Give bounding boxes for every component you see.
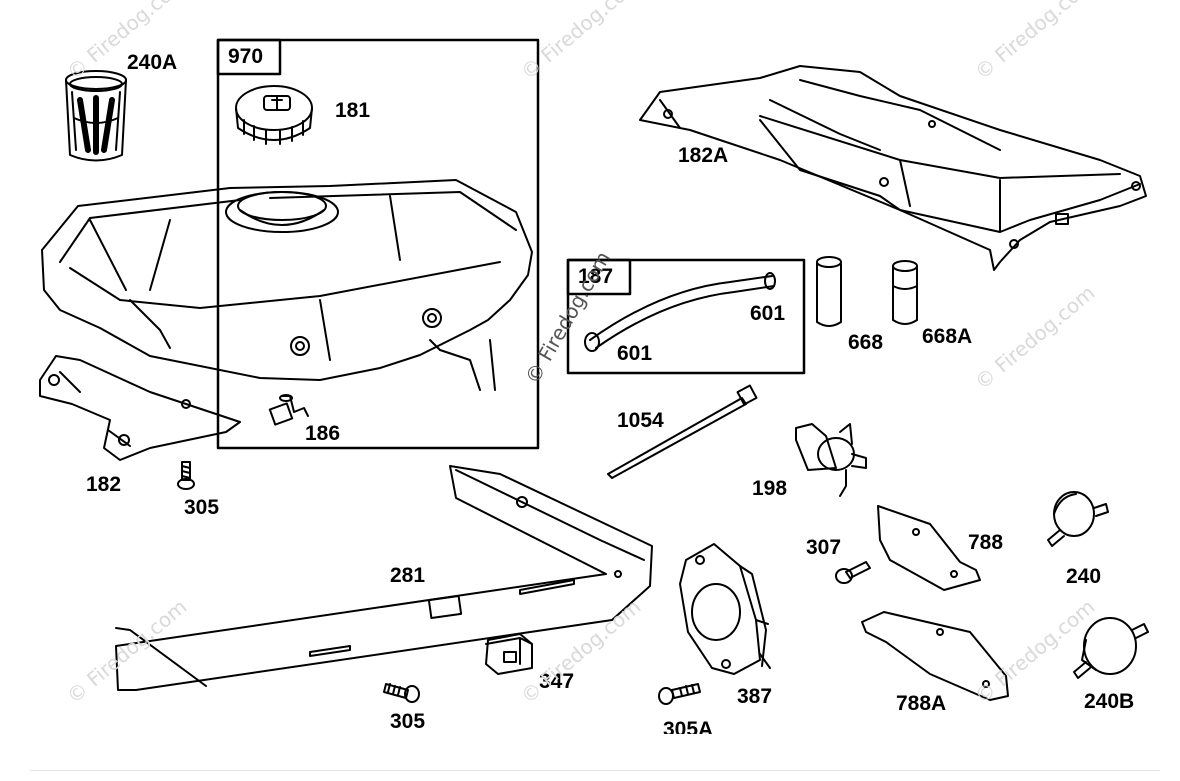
part-label-601-left: 601	[617, 342, 653, 365]
part-label-240a: 240A	[127, 51, 178, 74]
screw-305a-part	[658, 683, 701, 705]
part-label-240b: 240B	[1084, 690, 1135, 713]
fuel-filter-240b-part	[1073, 617, 1149, 679]
screw-305-part	[177, 461, 195, 490]
group-box-970-number: 970	[228, 45, 264, 68]
shutoff-valve-part	[795, 423, 867, 497]
group-box-187	[566, 258, 806, 375]
screw-307-part	[835, 561, 871, 584]
part-label-347: 347	[539, 670, 575, 693]
fuel-tank-part	[41, 179, 533, 391]
fuel-pump-part	[679, 543, 771, 675]
frame-part	[639, 65, 1147, 271]
part-label-305-top: 305	[184, 496, 220, 519]
part-label-788: 788	[968, 531, 1004, 554]
screw-305-bottom-part	[383, 683, 420, 703]
part-label-387: 387	[737, 685, 773, 708]
part-label-788a: 788A	[896, 692, 947, 715]
bracket-788a-part	[861, 611, 1009, 701]
part-label-305a: 305A	[663, 719, 714, 734]
tank-strap-part	[115, 465, 653, 691]
tank-bracket-part	[39, 355, 241, 461]
switch-part	[485, 633, 533, 675]
part-label-668a: 668A	[922, 325, 973, 348]
part-label-181: 181	[335, 99, 371, 122]
part-label-182a: 182A	[678, 144, 729, 167]
part-label-281: 281	[390, 564, 426, 587]
group-box-187-number: 187	[578, 265, 614, 288]
part-label-186: 186	[305, 422, 341, 445]
fuel-strainer-part	[65, 70, 127, 162]
bottom-divider	[30, 770, 1160, 771]
sleeve-668-part	[816, 256, 842, 327]
part-label-307: 307	[806, 536, 842, 559]
elbow-fitting-part	[268, 394, 309, 426]
part-label-668: 668	[848, 331, 884, 354]
part-label-198: 198	[752, 477, 788, 500]
fuel-cap-part	[235, 85, 313, 145]
sleeve-668a-part	[892, 260, 918, 325]
part-label-305-bottom: 305	[390, 710, 426, 733]
fuel-line-part	[584, 272, 776, 352]
part-label-240: 240	[1066, 565, 1102, 588]
group-box-970	[216, 38, 540, 450]
part-label-182: 182	[86, 473, 122, 496]
bracket-788-part	[877, 505, 981, 591]
part-label-1054: 1054	[617, 409, 664, 432]
cable-tie-part	[607, 384, 758, 479]
part-label-601-right: 601	[750, 302, 786, 325]
fuel-filter-240-part	[1047, 491, 1109, 547]
